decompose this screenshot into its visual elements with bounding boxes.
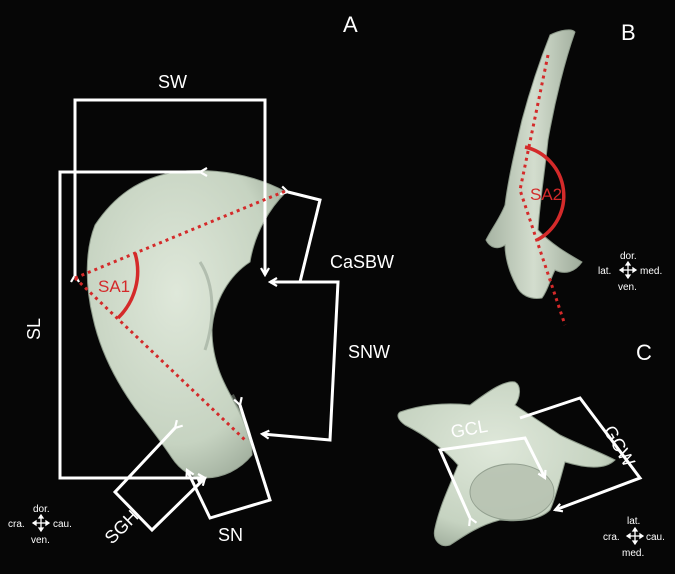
gcw-bracket <box>519 396 643 510</box>
label-snw: SNW <box>348 342 390 362</box>
sgh-bracket <box>112 428 205 533</box>
sa2-angle <box>518 54 567 326</box>
label-sw: SW <box>158 72 187 92</box>
bone-scapula-cranial <box>485 29 583 299</box>
panel-label-b: B <box>621 20 636 45</box>
sw-bracket <box>75 98 265 275</box>
snw-bracket <box>262 280 340 442</box>
label-sa1: SA1 <box>98 277 130 296</box>
label-sn: SN <box>218 525 243 545</box>
bone-glenoid <box>397 381 616 547</box>
sl-bracket <box>58 172 205 478</box>
orient-c-left: cra. <box>603 532 620 543</box>
casbw-bracket <box>270 192 322 282</box>
label-sa2: SA2 <box>530 185 562 204</box>
orient-c-right: cau. <box>646 532 665 543</box>
gcl-bracket <box>437 436 545 518</box>
orientation-cross-b <box>618 260 638 280</box>
orient-c-bottom: med. <box>622 548 644 559</box>
orientation-cross-a <box>31 513 51 533</box>
orientation-cross-c <box>625 526 645 546</box>
label-sl: SL <box>24 318 44 340</box>
orient-b-right: med. <box>640 266 662 277</box>
panel-label-a: A <box>343 12 358 37</box>
orient-a-top: dor. <box>33 504 50 515</box>
bone-scapula-lateral <box>86 170 287 479</box>
panel-label-c: C <box>636 340 652 365</box>
sa1-angle <box>73 188 289 442</box>
orient-b-left: lat. <box>598 266 611 277</box>
sn-bracket <box>187 405 272 520</box>
label-casbw: CaSBW <box>330 252 394 272</box>
orient-c-top: lat. <box>627 516 640 527</box>
orient-b-top: dor. <box>620 251 637 262</box>
orient-a-right: cau. <box>53 519 72 530</box>
orient-b-bottom: ven. <box>618 282 637 293</box>
orient-a-bottom: ven. <box>31 535 50 546</box>
orient-a-left: cra. <box>8 519 25 530</box>
